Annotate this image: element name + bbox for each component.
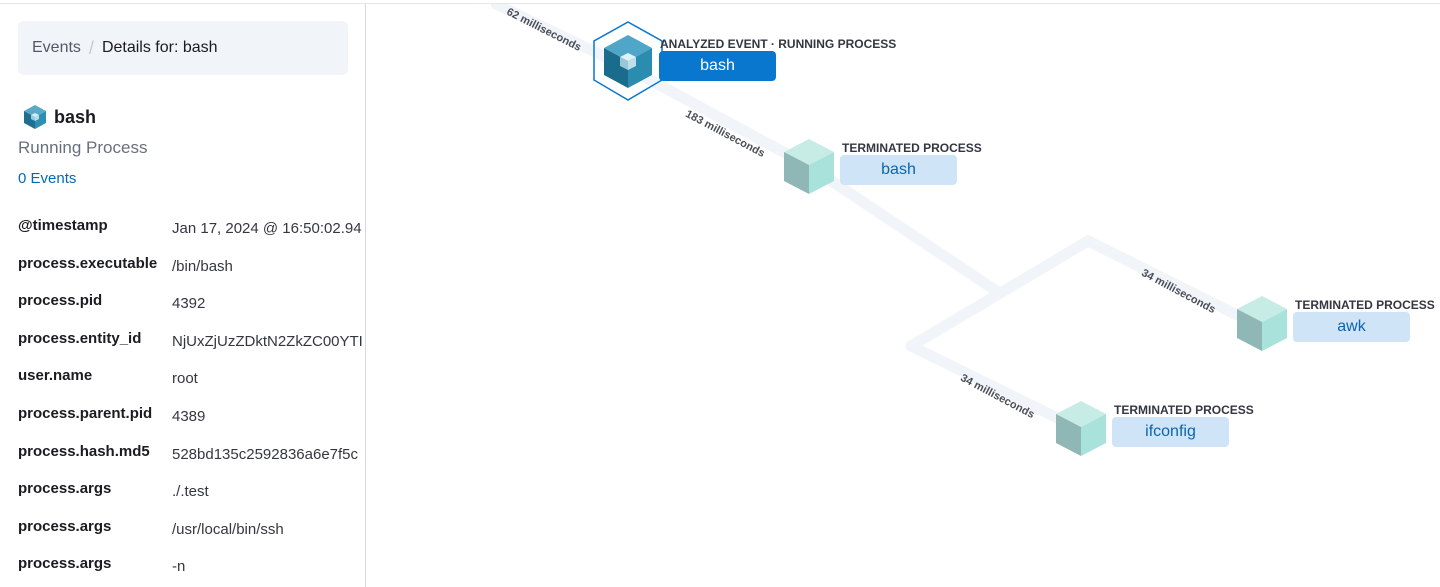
terminated-ifconfig-cube-icon[interactable]	[1056, 401, 1106, 456]
process-tree-graph[interactable]: 62 milliseconds 183 milliseconds 34 mill…	[366, 4, 1440, 587]
field-value: NjUxZjUzZDktN2ZkZC00YTI	[172, 332, 363, 350]
field-row: user.name root	[18, 359, 365, 397]
process-state: Running Process	[18, 138, 148, 157]
terminated-awk-button[interactable]: awk	[1293, 312, 1410, 342]
field-list: @timestamp Jan 17, 2024 @ 16:50:02.94 proc…	[18, 209, 365, 585]
terminated-ifconfig-button[interactable]: ifconfig	[1112, 417, 1229, 447]
field-key: user.name	[18, 367, 93, 385]
field-value: root	[172, 370, 198, 388]
edge-line-183ms	[622, 62, 815, 172]
field-key: @timestamp	[18, 217, 108, 234]
terminated-bash-button[interactable]: bash	[840, 155, 957, 185]
field-value: /bin/bash	[172, 257, 233, 275]
process-detail-panel: Events / Details for: bash bash Running …	[0, 4, 366, 587]
field-row: process.args ./.test	[18, 472, 365, 510]
top-divider	[0, 3, 1440, 4]
field-value: ./.test	[172, 483, 209, 501]
field-row: process.parent.pid 4389	[18, 397, 365, 435]
field-row: process.args -n	[18, 547, 365, 585]
field-key: process.args	[18, 555, 112, 573]
field-value: 4392	[172, 295, 206, 313]
breadcrumb: Events / Details for: bash	[18, 21, 348, 75]
field-row: @timestamp Jan 17, 2024 @ 16:50:02.94	[18, 209, 365, 247]
terminated-awk-cube-icon[interactable]	[1237, 296, 1287, 351]
breadcrumb-current: Details for: bash	[101, 39, 218, 56]
field-row: process.pid 4392	[18, 284, 365, 322]
field-value: /usr/local/bin/ssh	[172, 520, 284, 538]
field-row: process.args/usr/local/bin/ssh	[18, 510, 365, 548]
terminated-bash-label: TERMINATED PROCESS	[842, 141, 982, 155]
field-key: process.entity_id	[18, 329, 142, 347]
process-name: bash	[54, 106, 97, 127]
field-key: process.args	[18, 480, 112, 498]
field-key: process.hash.md5	[18, 442, 150, 460]
field-key: process.pid	[18, 292, 103, 310]
breadcrumb-events-link[interactable]: Events	[32, 39, 81, 56]
field-key: process.parent.pid	[18, 404, 153, 422]
edge-line-trunk	[803, 160, 1004, 298]
analyzed-node-cube-icon[interactable]	[593, 21, 663, 101]
field-value: Jan 17, 2024 @ 16:50:02.94	[172, 220, 362, 237]
field-row: process.executable/bin/bash	[18, 247, 365, 285]
terminated-bash-cube-icon[interactable]	[784, 139, 834, 194]
breadcrumb-separator: /	[88, 37, 94, 58]
field-row: process.entity_id NjUxZjUzZDktN2ZkZC00YTI	[18, 322, 365, 360]
terminated-awk-label: TERMINATED PROCESS	[1295, 298, 1435, 312]
edge-line-branch	[905, 234, 1267, 352]
graph-edges	[490, 4, 1287, 456]
field-value: 4389	[172, 407, 206, 425]
analyzed-node-label: ANALYZED EVENT · RUNNING PROCESS	[660, 37, 897, 51]
field-value: 528bd135c2592836a6e7f5c	[172, 445, 359, 463]
events-count-link[interactable]: 0 Events	[18, 170, 77, 187]
process-title-row: bash	[22, 104, 96, 130]
field-key: process.executable	[18, 254, 158, 272]
running-process-cube-icon	[24, 105, 46, 129]
field-key: process.args	[18, 517, 112, 535]
analyzed-node-bash-button[interactable]: bash	[659, 51, 776, 81]
field-value: -n	[172, 558, 186, 576]
field-row: process.hash.md5 528bd135c2592836a6e7f5c	[18, 435, 365, 473]
terminated-ifconfig-label: TERMINATED PROCESS	[1114, 403, 1254, 417]
